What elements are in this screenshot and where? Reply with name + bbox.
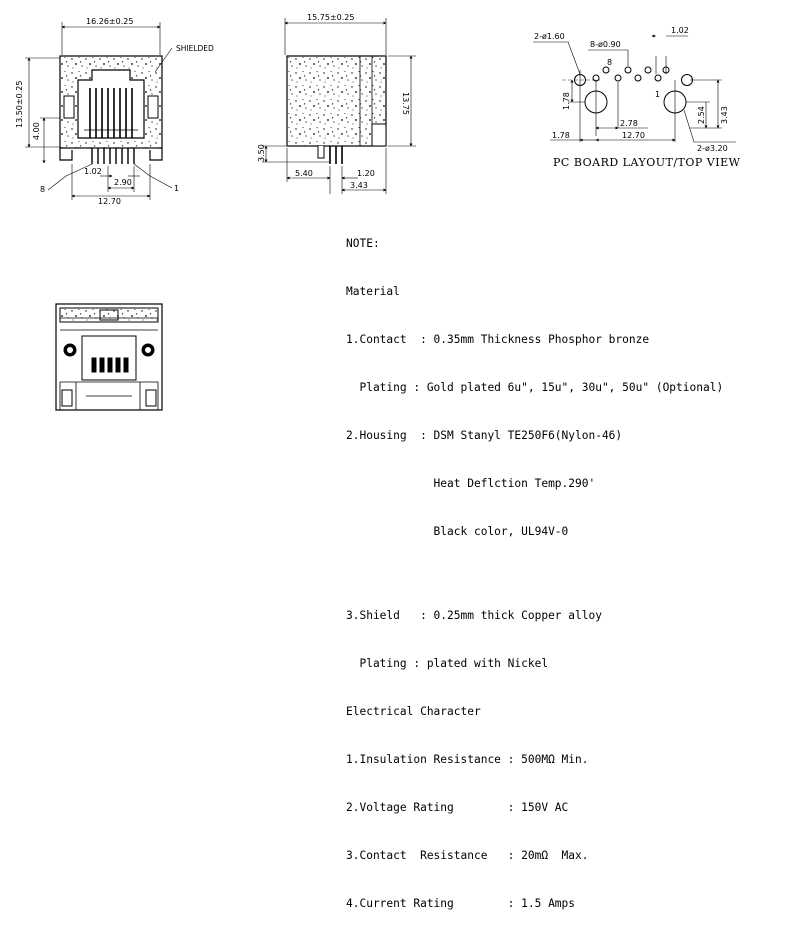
notes-heading: NOTE:: [346, 237, 380, 250]
notes-block: NOTE: Material 1.Contact : 0.35mm Thickn…: [346, 204, 791, 928]
pcb-pin1-label: 1: [655, 90, 660, 99]
note-contact-resistance: 3.Contact Resistance : 20mΩ Max.: [346, 849, 589, 862]
shielded-label: SHIELDED: [176, 44, 214, 53]
front-shield-height-dim: 4.00: [32, 122, 41, 140]
pcb-post-hole-dim: 2-ø3.20: [697, 144, 728, 153]
pcb-left-offset-dim: 1.78: [552, 131, 570, 140]
electrical-heading: Electrical Character: [346, 705, 481, 718]
material-heading: Material: [346, 285, 400, 298]
front-pin-span-large-dim: 12.70: [98, 197, 121, 206]
note-insulation: 1.Insulation Resistance : 500MΩ Min.: [346, 753, 589, 766]
side-width-dim: 15.75±0.25: [307, 13, 354, 22]
pcb-vert-a-dim: 2.54: [697, 106, 706, 124]
front-pin1-label: 1: [174, 184, 179, 193]
pcb-layout: [533, 34, 736, 143]
front-view: [25, 22, 173, 200]
pcb-pitch-dim: 1.02: [671, 26, 689, 35]
note-shield: 3.Shield : 0.25mm thick Copper alloy: [346, 609, 602, 622]
pcb-row-offset-dim: 1.78: [562, 92, 571, 110]
pcb-pin-holes-dim: 8-ø0.90: [590, 40, 621, 49]
note-housing: 2.Housing : DSM Stanyl TE250F6(Nylon-46): [346, 429, 623, 442]
front-pin8-label: 8: [40, 185, 45, 194]
note-housing-color: Black color, UL94V-0: [346, 525, 569, 538]
note-contact-plating: Plating : Gold plated 6u", 15u", 30u", 5…: [346, 381, 724, 394]
side-pin-height-dim: 3.50: [257, 144, 266, 162]
pcb-vert-b-dim: 3.43: [720, 106, 729, 124]
side-offset-a-dim: 5.40: [295, 169, 313, 178]
bottom-view: [55, 303, 163, 411]
pcb-span-a-dim: 2.78: [620, 119, 638, 128]
side-offset-c-dim: 3.43: [350, 181, 368, 190]
connector-drawing: 16.26±0.25 13.50±0.25 4.00 SHIELDED 1.02…: [15, 13, 741, 411]
note-voltage: 2.Voltage Rating : 150V AC: [346, 801, 569, 814]
front-height-dim: 13.50±0.25: [15, 81, 24, 128]
side-height-dim: 13.75: [401, 92, 410, 115]
pcb-pin8-label: 8: [607, 58, 612, 67]
front-width-dim: 16.26±0.25: [86, 17, 133, 26]
note-current: 4.Current Rating : 1.5 Amps: [346, 897, 576, 910]
side-view: [262, 18, 416, 194]
pcb-layout-title: PC BOARD LAYOUT/TOP VIEW: [553, 156, 741, 169]
front-pin-pitch-dim: 1.02: [84, 167, 102, 176]
front-pin-span-small-dim: 2.90: [114, 178, 132, 187]
note-housing-heat: Heat Deflction Temp.290': [346, 477, 596, 490]
side-offset-b-dim: 1.20: [357, 169, 375, 178]
pcb-total-span-dim: 12.70: [622, 131, 645, 140]
note-shield-plating: Plating : plated with Nickel: [346, 657, 549, 670]
pcb-big-hole-dim: 2-ø1.60: [534, 32, 565, 41]
note-contact: 1.Contact : 0.35mm Thickness Phosphor br…: [346, 333, 650, 346]
